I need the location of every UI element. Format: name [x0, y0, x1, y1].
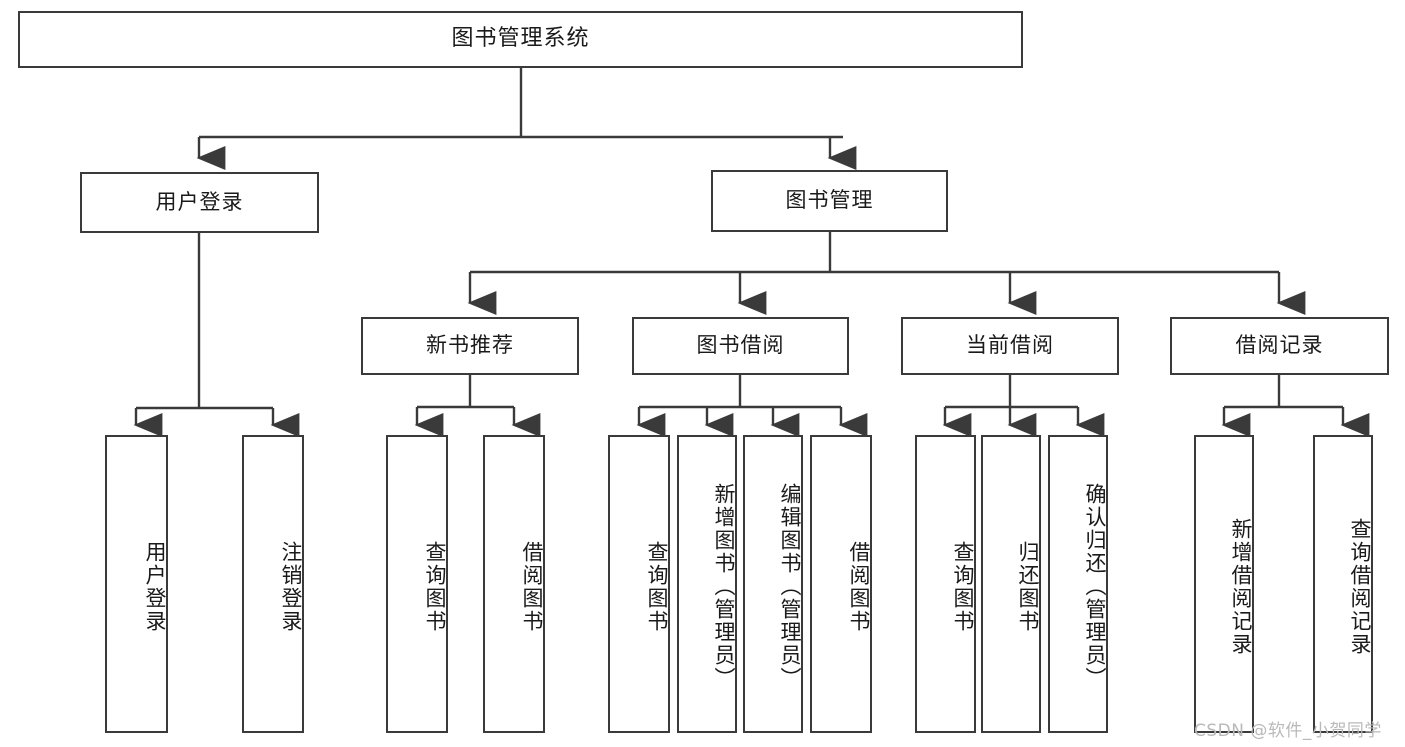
leaf-new-book-borrow-book[interactable]: 借阅图书 [483, 435, 545, 733]
node-label: 查询图书 [951, 541, 975, 633]
node-new-book-recommendation[interactable]: 新书推荐 [361, 317, 579, 375]
node-label: 归还图书 [1016, 541, 1040, 633]
node-user-login[interactable]: 用户登录 [80, 172, 319, 233]
leaf-book-borrow-query-book[interactable]: 查询图书 [608, 435, 670, 733]
leaf-book-borrow-borrow-book[interactable]: 借阅图书 [810, 435, 872, 733]
node-label: 注销登录 [279, 541, 303, 633]
node-label: 新增借阅记录 [1229, 518, 1253, 656]
node-label: 新书推荐 [426, 333, 514, 358]
leaf-current-borrow-confirm-return-admin[interactable]: 确认归还（管理员） [1048, 435, 1108, 733]
leaf-new-book-query-book[interactable]: 查询图书 [386, 435, 448, 733]
node-label: 借阅图书 [847, 541, 871, 633]
leaf-current-borrow-query-book[interactable]: 查询图书 [915, 435, 976, 733]
leaf-borrow-record-add-record[interactable]: 新增借阅记录 [1194, 435, 1254, 733]
node-current-borrow[interactable]: 当前借阅 [901, 317, 1119, 375]
node-label: 图书管理 [785, 188, 874, 213]
leaf-current-borrow-return-book[interactable]: 归还图书 [981, 435, 1041, 733]
node-label: 查询图书 [423, 541, 447, 633]
leaf-book-borrow-edit-book-admin[interactable]: 编辑图书（管理员） [743, 435, 803, 733]
leaf-user-login-logout[interactable]: 注销登录 [242, 435, 304, 733]
node-label: 新增图书（管理员） [712, 482, 736, 690]
node-book-borrow[interactable]: 图书借阅 [632, 317, 849, 375]
node-label: 查询借阅记录 [1348, 518, 1372, 656]
node-label: 编辑图书（管理员） [778, 482, 802, 690]
node-root-book-management-system[interactable]: 图书管理系统 [18, 11, 1023, 68]
node-label: 用户登录 [143, 541, 167, 633]
node-label: 借阅记录 [1235, 333, 1324, 358]
node-label: 确认归还（管理员） [1083, 482, 1107, 690]
node-label: 用户登录 [155, 189, 244, 214]
leaf-book-borrow-add-book-admin[interactable]: 新增图书（管理员） [677, 435, 737, 733]
csdn-watermark: CSDN @软件_小贺同学 [1194, 721, 1382, 741]
node-label: 当前借阅 [966, 333, 1054, 358]
node-label: 图书管理系统 [451, 26, 590, 52]
node-label: 图书借阅 [696, 333, 785, 358]
leaf-user-login-login[interactable]: 用户登录 [105, 435, 168, 733]
node-label: 查询图书 [645, 541, 669, 633]
node-label: 借阅图书 [520, 541, 544, 633]
leaf-borrow-record-query-record[interactable]: 查询借阅记录 [1313, 435, 1373, 733]
node-book-management[interactable]: 图书管理 [711, 170, 948, 232]
node-borrow-record[interactable]: 借阅记录 [1170, 317, 1389, 375]
